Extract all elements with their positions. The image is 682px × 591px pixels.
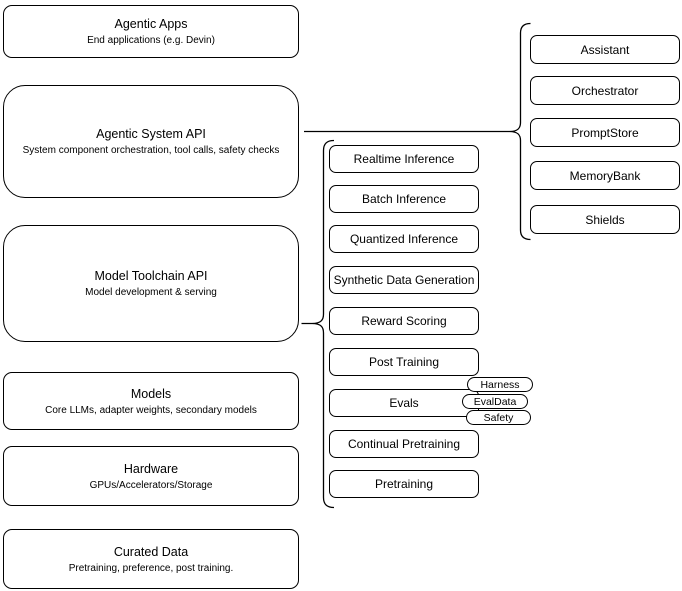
badge-harness: Harness [467,377,533,392]
box-curated-data: Curated Data Pretraining, preference, po… [3,529,299,589]
box-subtitle: Core LLMs, adapter weights, secondary mo… [45,404,257,416]
box-title: Model Toolchain API [94,269,208,283]
box-hardware: Hardware GPUs/Accelerators/Storage [3,446,299,506]
badge-evaldata: EvalData [462,394,528,409]
box-title: Agentic Apps [114,17,188,31]
badge-safety: Safety [466,410,531,425]
box-subtitle: End applications (e.g. Devin) [87,35,215,46]
box-title: Curated Data [113,544,189,559]
box-title: Agentic System API [96,127,206,141]
box-model-toolchain-api: Model Toolchain API Model development & … [3,225,299,342]
item-pretraining: Pretraining [329,470,479,498]
box-subtitle: System component orchestration, tool cal… [22,145,280,156]
item-quantized-inference: Quantized Inference [329,225,479,253]
item-synthetic-data-generation: Synthetic Data Generation [329,266,479,294]
item-batch-inference: Batch Inference [329,185,479,213]
item-memorybank: MemoryBank [530,161,680,190]
item-post-training: Post Training [329,348,479,376]
box-subtitle: Model development & serving [85,287,217,298]
item-assistant: Assistant [530,35,680,64]
item-orchestrator: Orchestrator [530,76,680,105]
box-subtitle: Pretraining, preference, post training. [68,562,234,574]
item-realtime-inference: Realtime Inference [329,145,479,173]
box-agentic-apps: Agentic Apps End applications (e.g. Devi… [3,5,299,58]
item-continual-pretraining: Continual Pretraining [329,430,479,458]
item-evals: Evals [329,389,479,417]
item-promptstore: PromptStore [530,118,680,147]
box-title: Models [130,386,172,401]
box-models: Models Core LLMs, adapter weights, secon… [3,372,299,430]
box-agentic-system-api: Agentic System API System component orch… [3,85,299,198]
item-reward-scoring: Reward Scoring [329,307,479,335]
box-subtitle: GPUs/Accelerators/Storage [89,479,213,491]
box-title: Hardware [123,461,179,476]
item-shields: Shields [530,205,680,234]
